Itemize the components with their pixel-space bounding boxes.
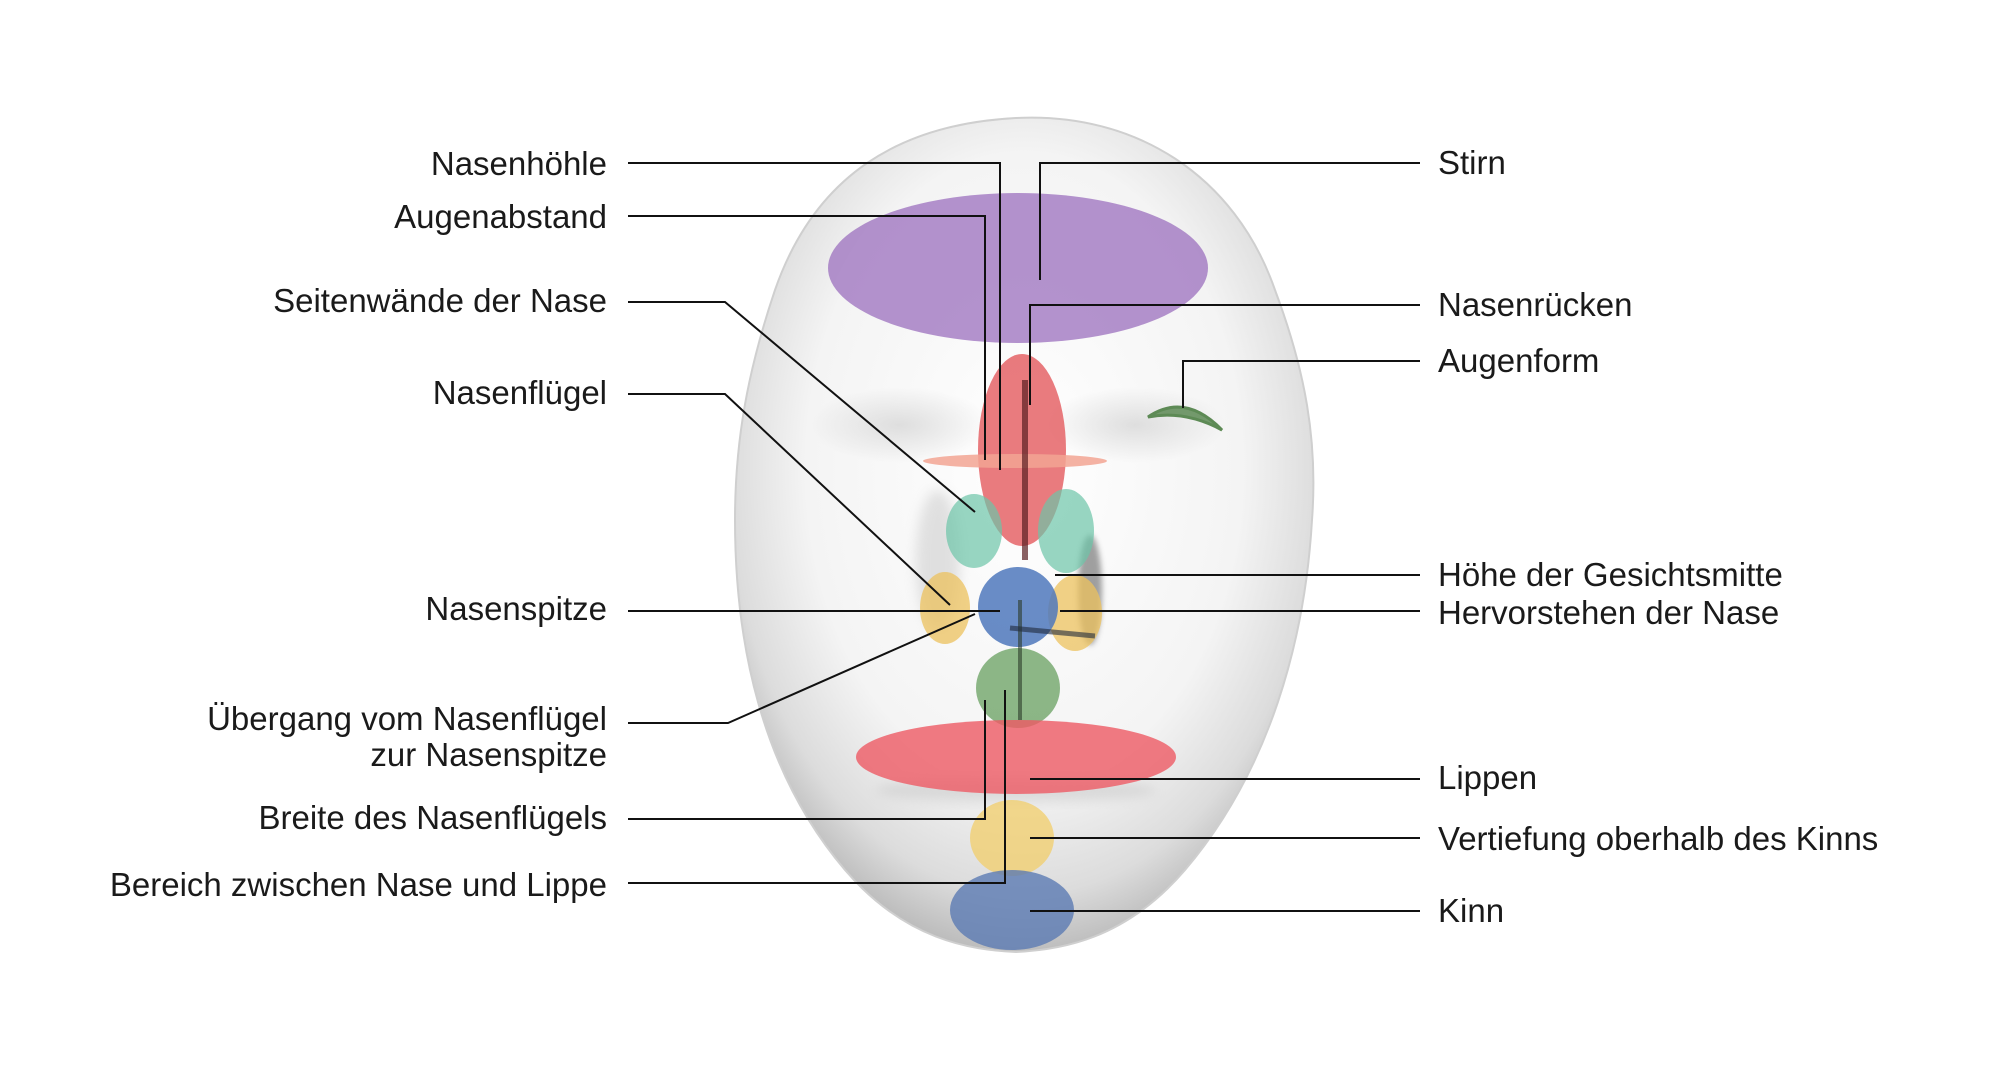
label-stirn: Stirn [1438,144,1506,181]
label-seitenwaende: Seitenwände der Nase [273,282,607,319]
leader-augenform [1182,360,1420,408]
label-nasenfluegel: Nasenflügel [433,374,607,411]
lips-region [856,720,1176,794]
leader-bereich [628,690,1006,884]
leader-lines [628,162,1420,912]
leader-uebergang [628,613,976,724]
eye-socket-right-shade [1045,387,1225,463]
eye-shape-region [1147,405,1224,432]
leader-nasenruecken [1029,304,1420,405]
leader-stirn [1039,162,1420,280]
eye-socket-left-shade [810,387,990,463]
label-vertiefung: Vertiefung oberhalb des Kinns [1438,820,1878,857]
nose-sidewall-left-region [946,494,1002,568]
right-labels: Stirn Nasenrücken Augenform Höhe der Ges… [1438,144,1878,929]
label-breite: Breite des Nasenflügels [258,799,607,836]
label-uebergang-line2: zur Nasenspitze [370,736,607,773]
label-bereich: Bereich zwischen Nase und Lippe [110,866,607,903]
left-labels: Nasenhöhle Augenabstand Seitenwände der … [110,145,607,903]
chin-crease-region [970,800,1054,876]
label-nasenspitze: Nasenspitze [425,590,607,627]
label-nasenruecken: Nasenrücken [1438,286,1632,323]
leader-nasenfluegel [628,393,951,606]
leader-augenabstand [628,215,986,460]
label-nasenhoehle: Nasenhöhle [431,145,607,182]
leader-seitenwaende [628,301,976,513]
nose-base-line [1009,625,1096,639]
label-kinn: Kinn [1438,892,1504,929]
leader-breite [628,700,986,820]
nose-sidewall-right-region [1038,489,1094,573]
leader-nasenhoehle [628,162,1001,470]
eye-line-region [923,454,1107,468]
label-lippen: Lippen [1438,759,1537,796]
label-hervorstehen: Hervorstehen der Nase [1438,594,1779,631]
label-augenform: Augenform [1438,342,1599,379]
label-augenabstand: Augenabstand [394,198,607,235]
ala-left-region [920,572,970,644]
chin-region [950,870,1074,950]
label-hoehe: Höhe der Gesichtsmitte [1438,556,1783,593]
label-uebergang-line1: Übergang vom Nasenflügel [207,700,607,737]
